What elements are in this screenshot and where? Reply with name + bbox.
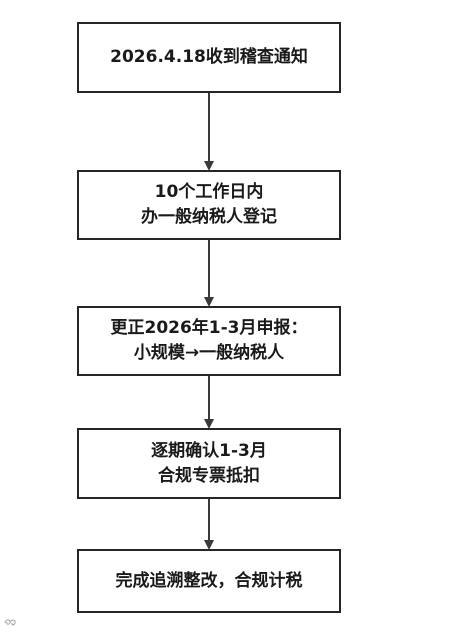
- step-correct-declaration: 更正2026年1-3月申报： 小规模→一般纳税人: [77, 306, 341, 376]
- step-register-general-taxpayer: 10个工作日内 办一般纳税人登记: [77, 170, 341, 240]
- step-complete-rectification: 完成追溯整改，合规计税: [77, 549, 341, 613]
- step-correct-line-2: 小规模→一般纳税人: [133, 343, 285, 363]
- step-confirm-line-1: 逐期确认1-3月: [151, 440, 267, 461]
- step-register-line-1: 10个工作日内: [154, 182, 264, 202]
- watermark: [4, 618, 17, 627]
- step-correct-line-1: 更正2026年1-3月申报：: [110, 318, 308, 338]
- step-receive-notice-line-1: 2026.4.18收到稽查通知: [110, 47, 308, 67]
- step-complete-line-1: 完成追溯整改，合规计税: [115, 570, 303, 591]
- step-confirm-line-2: 合规专票抵扣: [158, 465, 260, 486]
- step-register-line-2: 办一般纳税人登记: [141, 207, 277, 227]
- swirl-icon: [4, 619, 16, 626]
- step-receive-notice: 2026.4.18收到稽查通知: [77, 22, 341, 93]
- step-confirm-deductions: 逐期确认1-3月 合规专票抵扣: [77, 428, 341, 499]
